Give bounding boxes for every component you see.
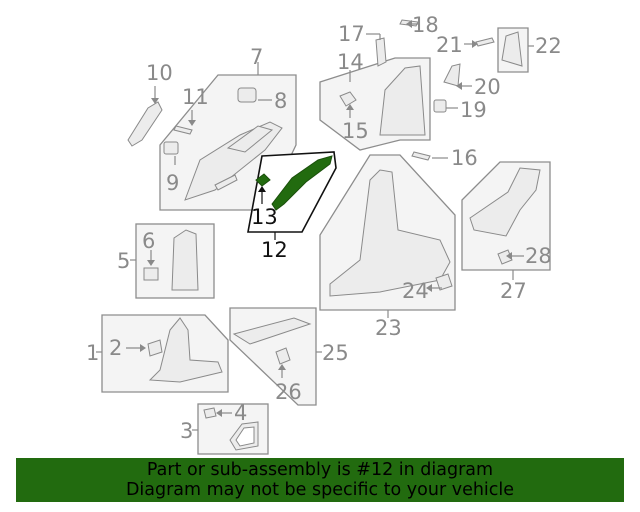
arrow-26 xyxy=(278,364,286,370)
part-21-bolt xyxy=(475,37,495,47)
banner-line-2: Diagram may not be specific to your vehi… xyxy=(125,480,515,500)
part-9-clip xyxy=(163,141,179,155)
group-14-panel xyxy=(319,57,431,151)
callout-13: 13 xyxy=(251,205,278,229)
part-13-clip xyxy=(255,173,271,187)
callout-5: 5 xyxy=(117,249,130,273)
callout-16: 16 xyxy=(451,146,478,170)
group-12-panel xyxy=(247,151,337,233)
arrow-13 xyxy=(258,186,266,192)
callout-20: 20 xyxy=(474,75,501,99)
part-11-bolt xyxy=(173,125,193,135)
arrow-20 xyxy=(456,82,462,90)
part-8-clip xyxy=(237,87,257,103)
arrow-18 xyxy=(406,20,412,28)
arrow-24 xyxy=(426,284,432,292)
group-23-panel xyxy=(319,154,456,311)
callout-14: 14 xyxy=(337,50,364,74)
banner-line-1: Part or sub-assembly is #12 in diagram xyxy=(146,460,494,480)
group-3-panel xyxy=(197,403,269,455)
callout-10: 10 xyxy=(146,61,173,85)
part-16-bolt xyxy=(411,151,431,161)
group-25-panel xyxy=(229,307,317,406)
arrow-11 xyxy=(188,120,196,126)
part-4-clip xyxy=(203,407,217,419)
part-27-scuff xyxy=(469,167,541,237)
part-23-pillar xyxy=(329,169,451,297)
group-7-panel xyxy=(159,74,297,211)
callout-17: 17 xyxy=(338,22,365,46)
callout-21: 21 xyxy=(436,33,463,57)
callout-9: 9 xyxy=(166,171,179,195)
callout-2: 2 xyxy=(109,336,122,360)
part-26-clip xyxy=(275,347,291,365)
callout-18: 18 xyxy=(412,13,439,37)
callout-19: 19 xyxy=(460,98,487,122)
callout-11: 11 xyxy=(182,85,209,109)
part-3-seal-inner xyxy=(235,426,255,447)
highlight-banner: Part or sub-assembly is #12 in diagram D… xyxy=(16,458,624,502)
part-14-pillar xyxy=(379,65,426,136)
callout-6: 6 xyxy=(142,229,155,253)
part-7-bracket xyxy=(214,174,238,191)
part-1-trim xyxy=(148,317,223,383)
part-2-clip xyxy=(147,339,163,357)
arrow-4 xyxy=(216,409,222,417)
callout-27: 27 xyxy=(500,279,527,303)
part-6-clip xyxy=(143,267,159,281)
arrow-21 xyxy=(472,40,478,48)
part-12-garnish xyxy=(271,155,333,211)
group-1-panel xyxy=(101,314,229,393)
part-7-detail xyxy=(226,125,274,153)
part-10-bracket xyxy=(127,101,163,147)
callout-8: 8 xyxy=(274,89,287,113)
callout-24: 24 xyxy=(402,279,429,303)
part-22-trim xyxy=(501,31,523,67)
arrow-15 xyxy=(346,104,354,110)
callout-15: 15 xyxy=(342,119,369,143)
callout-12: 12 xyxy=(261,238,288,262)
arrow-6 xyxy=(147,260,155,266)
group-27-panel xyxy=(461,161,551,271)
callout-28: 28 xyxy=(525,244,552,268)
part-5-bracket xyxy=(171,229,199,291)
arrow-28 xyxy=(506,252,512,260)
part-17-bracket xyxy=(375,37,387,67)
arrow-2 xyxy=(140,344,146,352)
part-15-clip xyxy=(339,91,357,107)
callout-7: 7 xyxy=(250,45,263,69)
callout-25: 25 xyxy=(322,341,349,365)
part-20-bracket xyxy=(443,63,461,87)
part-19-clip xyxy=(433,99,447,113)
callout-23: 23 xyxy=(375,316,402,340)
callout-22: 22 xyxy=(535,34,562,58)
part-24-clip xyxy=(435,273,453,291)
arrow-10 xyxy=(151,98,159,104)
part-25-plate xyxy=(232,317,312,345)
callout-4: 4 xyxy=(234,401,247,425)
callout-26: 26 xyxy=(275,380,302,404)
callout-1: 1 xyxy=(86,341,99,365)
callout-3: 3 xyxy=(180,419,193,443)
